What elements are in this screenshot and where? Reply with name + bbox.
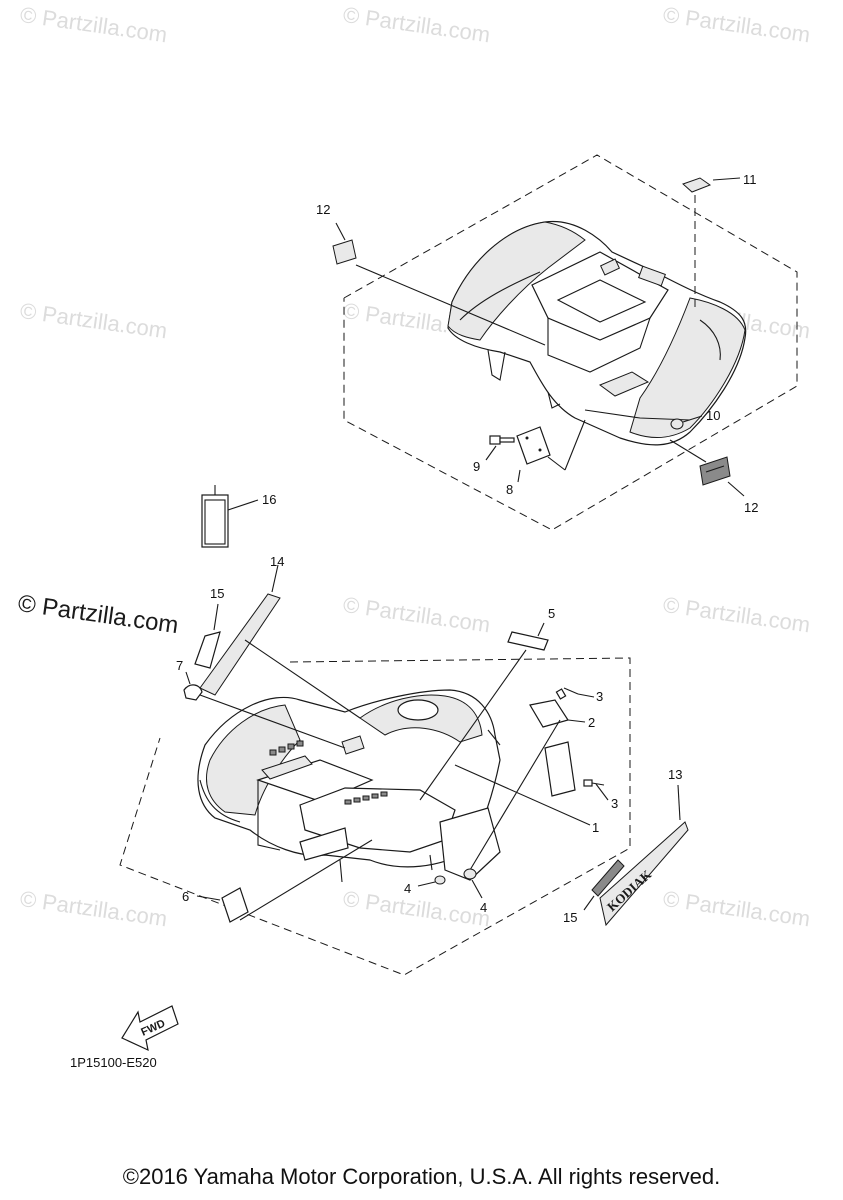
callout-4: 4	[404, 881, 411, 896]
callout-8: 8	[506, 482, 513, 497]
rear-group-boundary	[343, 154, 798, 531]
decal-7	[183, 684, 203, 701]
rear-fender	[447, 220, 747, 446]
callout-14: 14	[270, 554, 284, 569]
callout-13: 13	[668, 767, 682, 782]
grommet-10	[670, 418, 684, 430]
bolt-9	[489, 435, 515, 445]
callout-9: 9	[473, 459, 480, 474]
label-5	[507, 631, 549, 651]
bolt-3-lower	[583, 779, 605, 787]
caution-card-16	[201, 485, 229, 548]
label-decal-11	[682, 177, 712, 193]
bracket-plate	[544, 741, 576, 797]
grommet-4-left	[434, 875, 446, 885]
grommet-4-right	[463, 868, 477, 880]
callout-15: 15	[563, 910, 577, 925]
callout-10: 10	[706, 408, 720, 423]
label-decal-12-upper	[332, 239, 357, 265]
callout-11: 11	[743, 172, 757, 187]
callout-1: 1	[592, 820, 599, 835]
callout-16: 16	[262, 492, 276, 507]
callout-3: 3	[611, 796, 618, 811]
copyright-notice: ©2016 Yamaha Motor Corporation, U.S.A. A…	[122, 1164, 721, 1189]
callout-12: 12	[744, 500, 758, 515]
front-fender-group: KODIAK	[119, 485, 689, 976]
label-6	[221, 887, 249, 923]
callout-numbers: 1 2 3 3 4 4 5 6 7 8 9 10 11 12 12 13 14 …	[176, 172, 758, 925]
callout-2: 2	[588, 715, 595, 730]
callout-12: 12	[316, 202, 330, 217]
rear-fender-group	[332, 154, 798, 531]
fwd-arrow-icon: FWD	[121, 1005, 179, 1052]
callout-5: 5	[548, 606, 555, 621]
diagram-code: 1P15100-E520	[70, 1055, 157, 1070]
decal-15-right	[591, 859, 625, 897]
decal-strip-14	[199, 593, 281, 696]
callout-3: 3	[596, 689, 603, 704]
callout-6: 6	[182, 889, 189, 904]
emblem-decal-12-lower	[699, 456, 731, 486]
plate-2	[529, 699, 569, 728]
front-fender	[197, 689, 501, 883]
callout-4: 4	[480, 900, 487, 915]
decal-15-left	[194, 631, 221, 669]
callout-7: 7	[176, 658, 183, 673]
bolt-3-upper	[555, 687, 579, 700]
callout-15: 15	[210, 586, 224, 601]
plate-8	[516, 426, 551, 465]
